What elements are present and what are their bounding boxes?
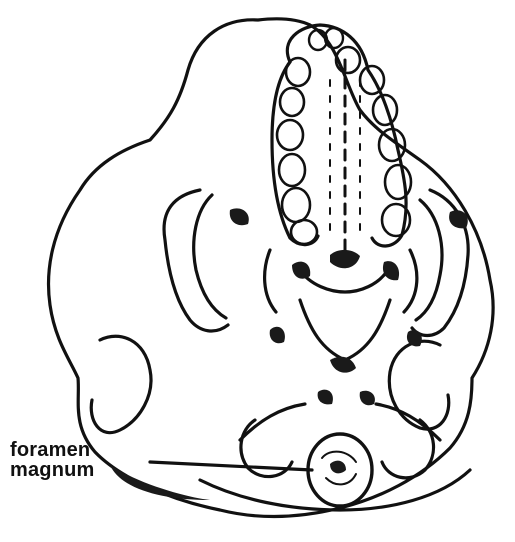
label-line-1: foramen (10, 440, 95, 460)
label-line-2: magnum (10, 460, 95, 480)
foramen-magnum-label: foramen magnum (10, 440, 95, 480)
incisors (309, 28, 343, 50)
temporal-region-left (91, 336, 151, 432)
temporal-region-right (389, 341, 448, 429)
shadow-patches (110, 208, 468, 500)
teeth-right (336, 47, 411, 236)
skull-outline (49, 19, 494, 517)
foramen-magnum-leader-line (150, 462, 312, 470)
